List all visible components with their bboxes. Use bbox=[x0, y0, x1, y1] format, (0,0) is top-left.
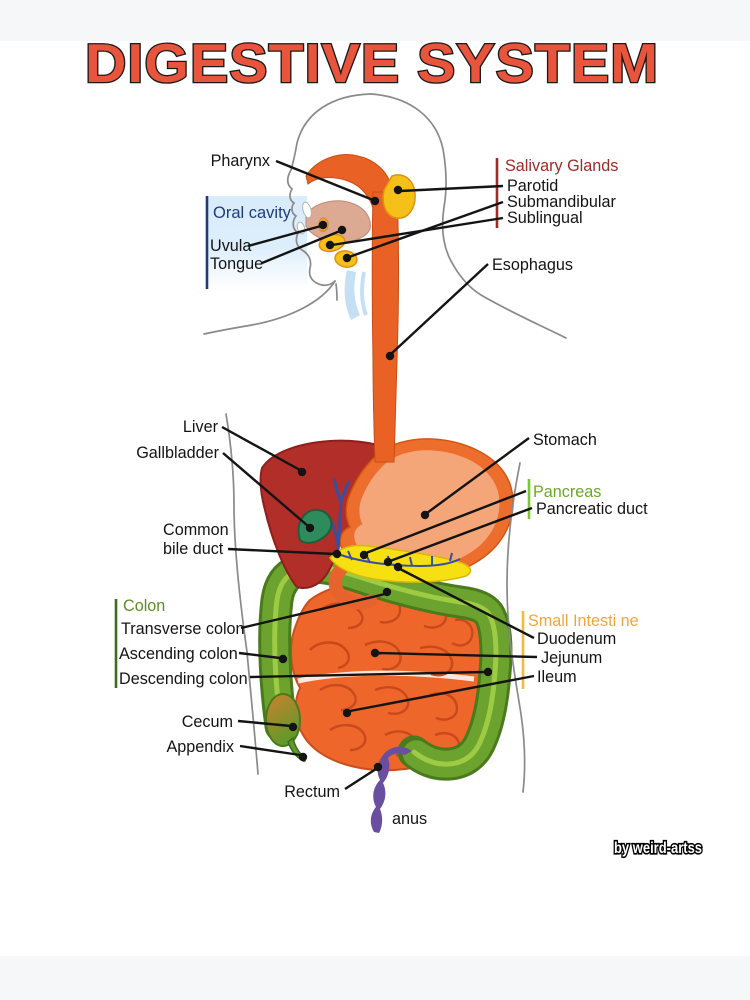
transverse-colon-leader bbox=[240, 587, 392, 630]
leader-lines bbox=[221, 159, 538, 791]
parotid-gland-shape bbox=[382, 174, 416, 219]
page-title: DIGESTIVE SYSTEM bbox=[85, 32, 659, 94]
stomach-leader bbox=[420, 437, 530, 520]
jejunum-label: Jejunum bbox=[541, 649, 602, 667]
esophagus-leader bbox=[385, 263, 489, 361]
trachea-shape bbox=[344, 270, 368, 320]
pancreatic-duct-label: Pancreatic duct bbox=[536, 500, 648, 518]
pancreas-label: Pancreas bbox=[533, 483, 601, 501]
gallbladder-label: Gallbladder bbox=[136, 444, 219, 462]
bottom-letterbox-bar bbox=[0, 956, 750, 1000]
cecum-leader bbox=[237, 719, 298, 732]
pharynx-label: Pharynx bbox=[211, 152, 270, 170]
transverse-colon-label: Transverse colon bbox=[121, 620, 245, 638]
pancreatic-duct-leader bbox=[383, 506, 533, 567]
esophagus-shape bbox=[305, 154, 399, 463]
appendix-leader bbox=[239, 744, 308, 762]
pancreas-leader bbox=[359, 489, 527, 560]
descending-colon-leader bbox=[249, 667, 493, 679]
bile-duct-shape bbox=[327, 477, 351, 554]
common-bile-duct-label-line2: bile duct bbox=[163, 540, 224, 558]
gallbladder-leader bbox=[222, 452, 315, 533]
salivary-glands-label: Salivary Glands bbox=[505, 157, 618, 175]
duodenum-label: Duodenum bbox=[537, 630, 616, 648]
liver-label: Liver bbox=[183, 418, 219, 436]
ileum-label: Ileum bbox=[537, 668, 577, 686]
sublingual-label: Sublingual bbox=[507, 209, 583, 227]
anus-label: anus bbox=[392, 810, 427, 828]
cecum-shape bbox=[265, 693, 301, 747]
submandibular-label: Submandibular bbox=[507, 193, 616, 211]
duodenum-leader bbox=[393, 562, 535, 640]
esophagus-label: Esophagus bbox=[492, 256, 573, 274]
ileum-leader bbox=[342, 674, 535, 718]
common-bile-duct-leader bbox=[227, 547, 342, 559]
pharynx-leader bbox=[275, 159, 380, 206]
liver-leader bbox=[221, 425, 307, 477]
sublingual-leader bbox=[325, 216, 504, 250]
descending-colon-label: Descending colon bbox=[119, 670, 248, 688]
uvula-label: Uvula bbox=[210, 237, 251, 255]
parotid-label: Parotid bbox=[507, 177, 558, 195]
tongue-leader bbox=[261, 225, 347, 265]
gallbladder-shape bbox=[297, 508, 333, 544]
rectum-leader bbox=[344, 762, 383, 791]
rectum-label: Rectum bbox=[284, 783, 340, 801]
tongue-label: Tongue bbox=[210, 255, 263, 273]
colon-label: Colon bbox=[123, 597, 165, 615]
uvula-leader bbox=[247, 220, 328, 248]
small-intestine-label: Small Intesti ne bbox=[528, 612, 639, 630]
top-letterbox-bar bbox=[0, 0, 750, 41]
oral-cavity-label: Oral cavity bbox=[213, 204, 292, 222]
cecum-label: Cecum bbox=[182, 713, 233, 731]
ascending-colon-leader bbox=[238, 651, 288, 664]
stomach-label: Stomach bbox=[533, 431, 597, 449]
jejunum-leader bbox=[370, 648, 538, 659]
common-bile-duct-label-line1: Common bbox=[163, 521, 229, 539]
body-outline bbox=[203, 93, 567, 793]
appendix-label: Appendix bbox=[166, 738, 234, 756]
watermark: by weird-artss bbox=[614, 840, 702, 857]
parotid-leader bbox=[393, 184, 504, 195]
ascending-colon-label: Ascending colon bbox=[119, 645, 238, 663]
